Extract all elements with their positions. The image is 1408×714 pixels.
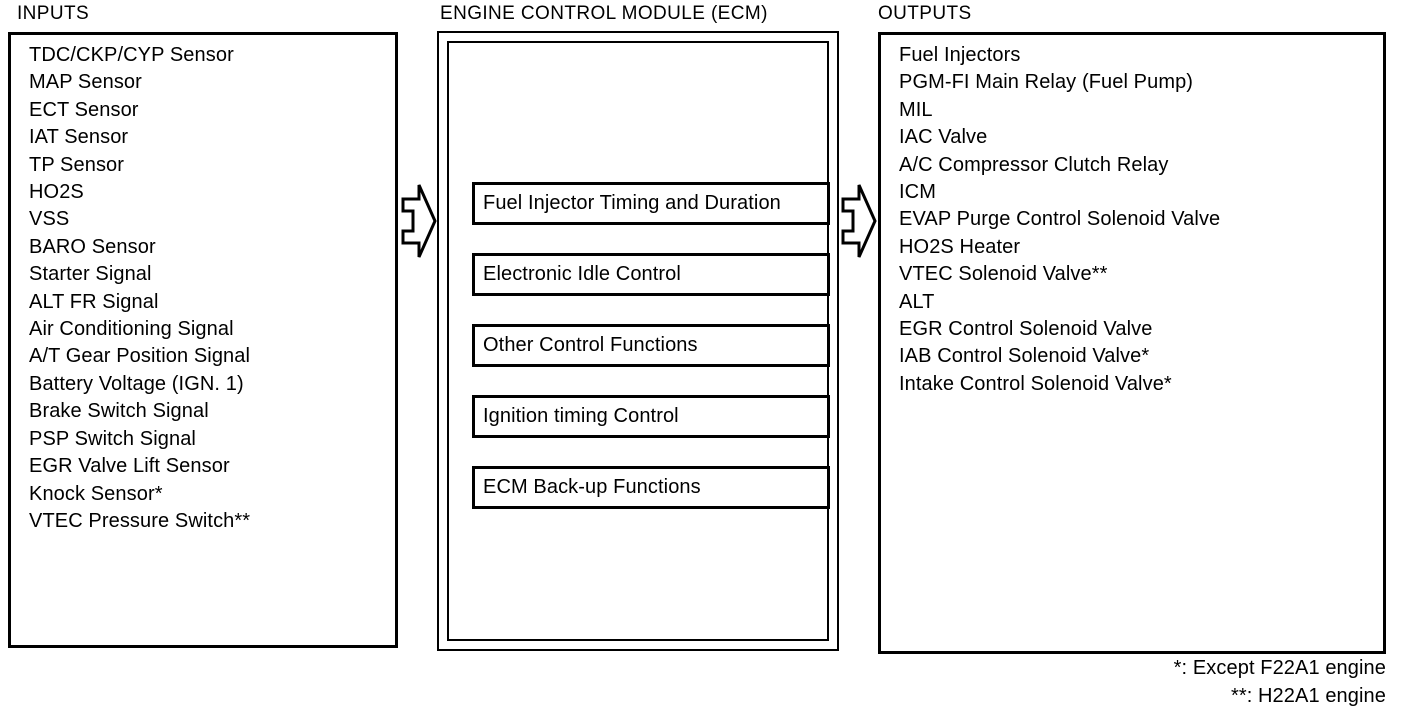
list-item: VTEC Pressure Switch** bbox=[29, 509, 251, 532]
inputs-section-heading: INPUTS bbox=[17, 3, 90, 24]
list-item: HO2S Heater bbox=[899, 235, 1021, 258]
list-item: EVAP Purge Control Solenoid Valve bbox=[899, 208, 1221, 231]
ecm-function-box: Other Control Functions bbox=[472, 324, 830, 367]
list-item: BARO Sensor bbox=[29, 235, 156, 258]
ecm-panel: Fuel Injector Timing and Duration Electr… bbox=[437, 31, 839, 651]
ecm-function-box: Fuel Injector Timing and Duration bbox=[472, 182, 830, 225]
list-item: Fuel Injectors bbox=[899, 44, 1021, 66]
inputs-panel: TDC/CKP/CYP Sensor MAP Sensor ECT Sensor… bbox=[8, 32, 398, 648]
list-item: EGR Valve Lift Sensor bbox=[29, 455, 230, 478]
list-item: VTEC Solenoid Valve** bbox=[899, 263, 1108, 286]
ecm-function-label: Other Control Functions bbox=[483, 334, 698, 356]
list-item: PGM-FI Main Relay (Fuel Pump) bbox=[899, 71, 1194, 94]
list-item: PSP Switch Signal bbox=[29, 427, 196, 450]
footnote-single-asterisk: *: Except F22A1 engine bbox=[1173, 657, 1386, 679]
list-item: ALT FR Signal bbox=[29, 290, 159, 313]
list-item: Battery Voltage (IGN. 1) bbox=[29, 372, 244, 395]
list-item: ALT bbox=[899, 290, 935, 313]
list-item: MIL bbox=[899, 98, 933, 121]
footnote-double-asterisk: **: H22A1 engine bbox=[1230, 684, 1386, 707]
list-item: IAC Valve bbox=[899, 126, 988, 149]
ecm-function-box: Electronic Idle Control bbox=[472, 253, 830, 296]
list-item: VSS bbox=[29, 208, 70, 231]
inputs-list: TDC/CKP/CYP Sensor MAP Sensor ECT Sensor… bbox=[29, 42, 389, 535]
ecm-function-box: ECM Back-up Functions bbox=[472, 466, 830, 509]
list-item: TDC/CKP/CYP Sensor bbox=[29, 44, 234, 66]
list-item: A/T Gear Position Signal bbox=[29, 345, 251, 368]
list-item: IAB Control Solenoid Valve* bbox=[899, 345, 1150, 368]
list-item: Air Conditioning Signal bbox=[29, 318, 234, 341]
outputs-list: Fuel Injectors PGM-FI Main Relay (Fuel P… bbox=[899, 42, 1377, 398]
arrow-ecm-to-outputs-icon bbox=[841, 184, 877, 258]
ecm-section-heading: ENGINE CONTROL MODULE (ECM) bbox=[440, 3, 768, 24]
list-item: A/C Compressor Clutch Relay bbox=[899, 153, 1169, 176]
list-item: Brake Switch Signal bbox=[29, 400, 209, 423]
list-item: Starter Signal bbox=[29, 263, 152, 286]
list-item: TP Sensor bbox=[29, 153, 125, 176]
ecm-function-box: Ignition timing Control bbox=[472, 395, 830, 438]
arrow-inputs-to-ecm-icon bbox=[401, 184, 437, 258]
outputs-section-heading: OUTPUTS bbox=[878, 3, 972, 24]
list-item: HO2S bbox=[29, 181, 84, 204]
list-item: ECT Sensor bbox=[29, 98, 139, 121]
footnotes: *: Except F22A1 engine **: H22A1 engine bbox=[1174, 655, 1386, 710]
list-item: ICM bbox=[899, 181, 936, 204]
outputs-panel: Fuel Injectors PGM-FI Main Relay (Fuel P… bbox=[878, 32, 1386, 654]
list-item: MAP Sensor bbox=[29, 71, 142, 94]
ecm-function-label: ECM Back-up Functions bbox=[483, 476, 701, 498]
list-item: IAT Sensor bbox=[29, 126, 129, 149]
ecm-inner-border: Fuel Injector Timing and Duration Electr… bbox=[447, 41, 830, 641]
list-item: EGR Control Solenoid Valve bbox=[899, 318, 1153, 341]
list-item: Intake Control Solenoid Valve* bbox=[899, 372, 1172, 395]
ecm-function-label: Ignition timing Control bbox=[483, 405, 679, 427]
ecm-function-label: Fuel Injector Timing and Duration bbox=[483, 192, 781, 214]
list-item: Knock Sensor* bbox=[29, 482, 163, 505]
ecm-function-label: Electronic Idle Control bbox=[483, 263, 681, 285]
